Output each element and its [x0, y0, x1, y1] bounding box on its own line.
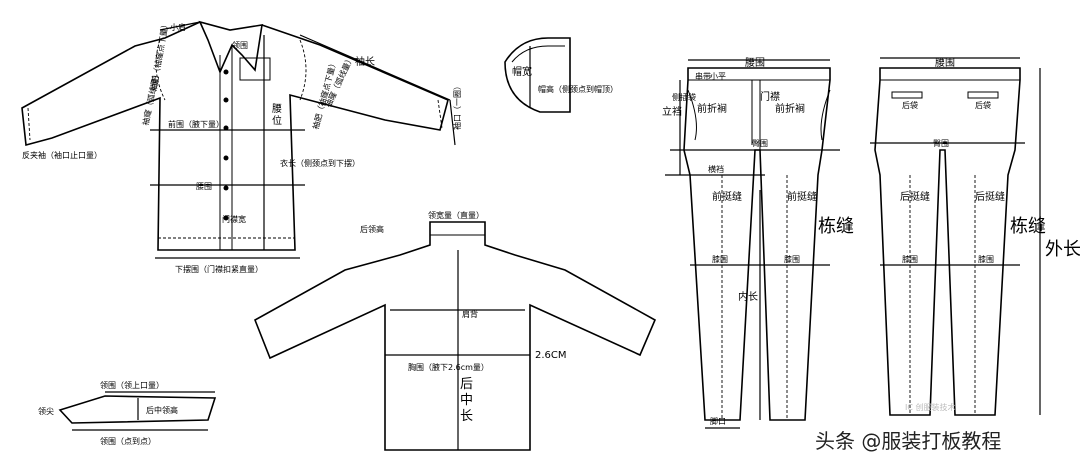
- label-small-shoulder: 小肩: [170, 22, 186, 32]
- label-front-pleat-right: 前折裥: [775, 102, 805, 115]
- label-front-hip: 臀围: [752, 139, 768, 148]
- front-pants-drawing: [665, 59, 840, 429]
- label-back-hip: 臀围: [933, 139, 949, 148]
- label-back-knee-left: 膝围: [902, 254, 918, 264]
- label-back-crease-right: 后挺缝: [975, 190, 1005, 203]
- label-back-pocket-right: 后袋: [975, 100, 991, 110]
- label-cuff-fold: 反夹袖（袖口止口量）: [22, 150, 102, 160]
- label-collar-point: 领尖: [38, 406, 54, 416]
- label-neck-width: 领宽量（直量）: [428, 210, 484, 220]
- label-front-waist: 腰围: [745, 57, 765, 69]
- label-front-knee-left: 膝围: [712, 254, 728, 264]
- label-back-side-seam: 栋缝: [1010, 216, 1046, 237]
- label-front-knee-right: 膝围: [784, 254, 800, 264]
- label-offset: 2.6CM: [535, 350, 567, 361]
- label-front-side-seam: 栋缝: [818, 216, 854, 237]
- label-leg-opening: 脚口: [710, 416, 726, 426]
- hood-drawing: [504, 37, 571, 113]
- label-cb-collar-height: 后中领高: [146, 405, 178, 415]
- label-chest-girth: 前围（腋下量）: [168, 119, 224, 129]
- label-crotch: 横裆: [708, 164, 724, 174]
- label-placket-width: 门襟宽: [222, 214, 246, 224]
- label-back-crease-left: 后挺缝: [900, 190, 930, 203]
- label-outseam: 外长: [1045, 239, 1080, 260]
- label-hood-height: 帽高（侧颈点到帽顶）: [538, 84, 618, 94]
- label-front-crease-right: 前挺缝: [787, 190, 817, 203]
- label-sleeve-length: 袖长: [355, 55, 375, 68]
- label-collar-top: 领围（领上口量）: [100, 380, 164, 390]
- label-side-pocket: 侧插袋: [672, 92, 696, 102]
- label-back-waist: 腰围: [935, 57, 955, 69]
- label-back-knee-right: 膝围: [978, 254, 994, 264]
- label-back-neck-height: 后领高: [360, 224, 384, 234]
- label-back-width: 肩背: [462, 309, 478, 319]
- label-cb-3: 长: [460, 409, 473, 424]
- label-back-pocket-left: 后袋: [902, 100, 918, 110]
- shirt-drawing: [21, 20, 456, 259]
- sweater-drawing: [253, 221, 657, 451]
- label-cb-1: 后: [460, 377, 473, 392]
- label-fly: 门襟: [760, 90, 780, 103]
- label-hood-width: 帽宽: [512, 65, 532, 78]
- watermark-blur: IC 创服装技术: [905, 402, 956, 412]
- label-hem-girth: 下摆围（门襟扣紧直量）: [175, 264, 263, 274]
- label-belt-loop: 串带: [695, 72, 711, 81]
- label-cuff: 袖口（一圈）: [452, 82, 462, 130]
- label-neck-girth: 领围: [232, 40, 248, 50]
- label-collar-bottom: 领围（点到点）: [100, 436, 156, 446]
- label-waist-position-1: 腰: [272, 103, 282, 115]
- label-rise: 立裆: [662, 105, 682, 118]
- label-front-pleat-left: 前折裥: [697, 102, 727, 115]
- label-inseam: 内长: [738, 290, 758, 303]
- back-pants-drawing: [870, 57, 1041, 416]
- watermark-source: 头条 @服装打板教程: [815, 429, 1001, 453]
- label-waist-position-2: 位: [272, 114, 282, 127]
- label-front-crease-left: 前挺缝: [712, 190, 742, 203]
- label-cb-2: 中: [460, 393, 473, 408]
- label-waist-girth: 腰围: [196, 182, 212, 191]
- collar-drawing: [58, 391, 217, 431]
- label-body-length: 衣长（侧颈点到下摆）: [280, 158, 360, 168]
- label-xiao-ping: 小平: [710, 72, 726, 81]
- label-sweater-chest: 胸围（腋下2.6cm量）: [408, 362, 489, 372]
